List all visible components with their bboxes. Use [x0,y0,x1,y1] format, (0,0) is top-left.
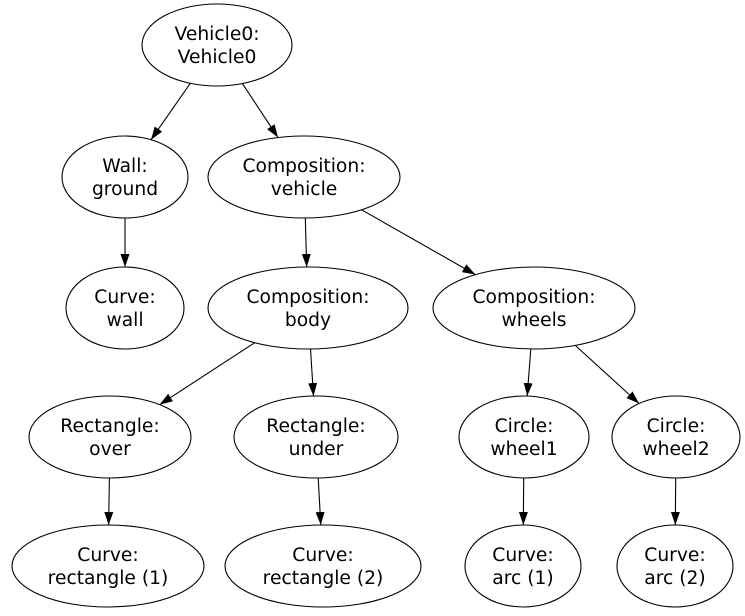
node-rectangle-under: Rectangle:under [233,395,399,479]
edge-rectangle-under-to-curve-rectangle-2 [315,477,325,526]
node-ellipse-curve-arc-1 [464,524,582,608]
node-label-line1-composition-body: Composition: [246,287,369,308]
node-label-line1-circle-wheel2: Circle: [647,416,706,437]
node-ellipse-curve-rectangle-1 [11,524,205,608]
node-label-line2-vehicle0: Vehicle0 [178,47,257,68]
node-label-line1-curve-rectangle-1: Curve: [77,545,138,566]
node-label-line2-curve-rectangle-1: rectangle (1) [48,568,169,589]
edge-composition-vehicle-to-composition-wheels [361,209,476,276]
node-wall-ground: Wall:ground [61,135,189,219]
nodes-layer: Vehicle0:Vehicle0Wall:groundComposition:… [11,3,741,608]
edge-composition-body-to-rectangle-under [308,348,318,397]
node-label-line2-circle-wheel1: wheel1 [490,439,557,460]
node-label-line2-rectangle-under: under [289,439,344,460]
node-vehicle0: Vehicle0:Vehicle0 [141,3,293,87]
node-curve-wall: Curve:wall [65,266,185,350]
node-label-line1-composition-vehicle: Composition: [242,156,365,177]
node-label-line2-composition-wheels: wheels [501,310,566,331]
node-label-line1-circle-wheel1: Circle: [495,416,554,437]
edge-composition-wheels-to-circle-wheel2 [574,344,640,404]
node-label-line2-wall-ground: ground [92,179,158,200]
node-ellipse-rectangle-over [28,395,192,479]
node-composition-wheels: Composition:wheels [432,266,636,350]
node-label-line1-curve-rectangle-2: Curve: [292,545,353,566]
edge-vehicle0-to-composition-vehicle [241,83,279,138]
node-circle-wheel2: Circle:wheel2 [611,395,741,479]
node-label-line2-curve-rectangle-2: rectangle (2) [263,568,384,589]
node-ellipse-rectangle-under [233,395,399,479]
node-label-line1-curve-arc-1: Curve: [492,545,553,566]
node-composition-body: Composition:body [207,266,409,350]
node-curve-arc-2: Curve:arc (2) [616,524,734,608]
node-composition-vehicle: Composition:vehicle [207,135,401,219]
node-curve-arc-1: Curve:arc (1) [464,524,582,608]
node-ellipse-wall-ground [61,135,189,219]
node-label-line1-rectangle-under: Rectangle: [266,416,365,437]
edges-layer [104,82,680,526]
node-label-line2-curve-arc-2: arc (2) [644,568,705,589]
node-label-line2-composition-vehicle: vehicle [271,179,338,200]
node-ellipse-composition-wheels [432,266,636,350]
node-ellipse-circle-wheel1 [458,395,590,479]
edge-composition-body-to-rectangle-over [159,342,256,406]
node-label-line2-rectangle-over: over [89,439,131,460]
node-label-line2-curve-wall: wall [106,310,143,331]
node-circle-wheel1: Circle:wheel1 [458,395,590,479]
node-label-line1-curve-wall: Curve: [94,287,155,308]
node-label-line2-circle-wheel2: wheel2 [642,439,709,460]
node-ellipse-circle-wheel2 [611,395,741,479]
node-curve-rectangle-2: Curve:rectangle (2) [224,524,422,608]
node-ellipse-composition-body [207,266,409,350]
node-label-line2-curve-arc-1: arc (1) [492,568,553,589]
node-label-line1-wall-ground: Wall: [102,156,147,177]
node-ellipse-vehicle0 [141,3,293,87]
node-rectangle-over: Rectangle:over [28,395,192,479]
node-ellipse-curve-arc-2 [616,524,734,608]
node-label-line1-vehicle0: Vehicle0: [174,24,259,45]
node-ellipse-curve-wall [65,266,185,350]
node-ellipse-curve-rectangle-2 [224,524,422,608]
node-ellipse-composition-vehicle [207,135,401,219]
edge-rectangle-over-to-curve-rectangle-1 [104,477,114,526]
node-label-line1-composition-wheels: Composition: [472,287,595,308]
edge-vehicle0-to-wall-ground [150,82,191,141]
edge-composition-wheels-to-circle-wheel1 [523,348,533,397]
node-label-line1-rectangle-over: Rectangle: [60,416,159,437]
node-curve-rectangle-1: Curve:rectangle (1) [11,524,205,608]
node-label-line1-curve-arc-2: Curve: [644,545,705,566]
edge-composition-vehicle-to-composition-body [301,217,311,268]
node-label-line2-composition-body: body [285,310,331,331]
